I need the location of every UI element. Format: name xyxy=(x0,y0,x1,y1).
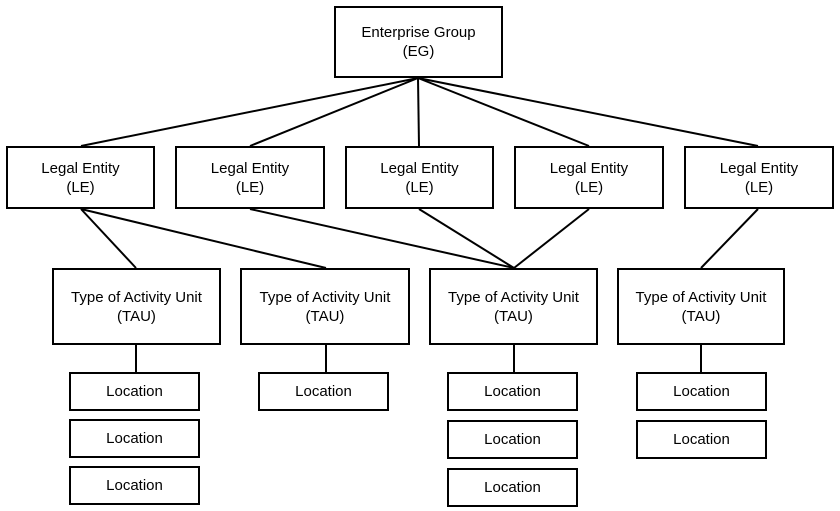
activity-unit-title: Type of Activity Unit xyxy=(71,288,202,306)
edge-le3-tau3 xyxy=(418,208,515,269)
activity-unit-box: Type of Activity Unit (TAU) xyxy=(240,268,410,345)
legal-entity-abbr: (LE) xyxy=(405,178,434,196)
edge-le4-tau3 xyxy=(513,208,590,269)
activity-unit-title: Type of Activity Unit xyxy=(448,288,579,306)
location-box: Location xyxy=(69,419,200,458)
legal-entity-abbr: (LE) xyxy=(574,178,604,196)
activity-unit-title: Type of Activity Unit xyxy=(259,288,391,306)
edge-eg-le2 xyxy=(249,77,419,147)
edge-le1-tau2 xyxy=(80,208,327,269)
location-box: Location xyxy=(636,372,767,411)
legal-entity-title: Legal Entity xyxy=(380,159,459,177)
enterprise-group-abbr: (EG) xyxy=(402,43,435,60)
location-label: Location xyxy=(106,430,163,447)
location-box: Location xyxy=(636,420,767,459)
activity-unit-box: Type of Activity Unit (TAU) xyxy=(52,268,221,345)
location-label: Location xyxy=(484,479,541,496)
legal-entity-box: Legal Entity (LE) xyxy=(175,146,325,209)
legal-entity-box: Legal Entity (LE) xyxy=(684,146,834,209)
edge-eg-le1 xyxy=(80,77,419,147)
legal-entity-box: Legal Entity (LE) xyxy=(514,146,664,209)
edge-eg-le5 xyxy=(417,77,759,147)
location-box: Location xyxy=(69,466,200,505)
edge-eg-le4 xyxy=(417,77,590,147)
location-box: Location xyxy=(447,372,578,411)
edge-eg-le3 xyxy=(417,77,420,147)
activity-unit-box: Type of Activity Unit (TAU) xyxy=(429,268,598,345)
location-label: Location xyxy=(106,477,163,494)
location-label: Location xyxy=(673,383,730,400)
location-label: Location xyxy=(673,431,730,448)
location-box: Location xyxy=(447,420,578,459)
activity-unit-title: Type of Activity Unit xyxy=(635,288,767,306)
location-label: Location xyxy=(106,383,163,400)
legal-entity-abbr: (LE) xyxy=(66,178,95,196)
activity-unit-box: Type of Activity Unit (TAU) xyxy=(617,268,785,345)
edge-le1-tau1 xyxy=(80,208,137,269)
location-label: Location xyxy=(295,383,352,400)
legal-entity-box: Legal Entity (LE) xyxy=(6,146,155,209)
location-box: Location xyxy=(447,468,578,507)
legal-entity-title: Legal Entity xyxy=(41,159,120,177)
location-label: Location xyxy=(484,431,541,448)
enterprise-group-title: Enterprise Group xyxy=(361,24,476,41)
legal-entity-abbr: (LE) xyxy=(235,178,265,196)
activity-unit-abbr: (TAU) xyxy=(681,307,721,325)
enterprise-group-box: Enterprise Group (EG) xyxy=(334,6,503,78)
legal-entity-title: Legal Entity xyxy=(549,159,629,177)
legal-entity-abbr: (LE) xyxy=(744,178,774,196)
activity-unit-abbr: (TAU) xyxy=(305,307,345,325)
legal-entity-title: Legal Entity xyxy=(719,159,799,177)
location-box: Location xyxy=(69,372,200,411)
edge-le5-tau4 xyxy=(700,208,759,269)
location-box: Location xyxy=(258,372,389,411)
activity-unit-abbr: (TAU) xyxy=(494,307,533,325)
legal-entity-title: Legal Entity xyxy=(210,159,290,177)
edge-le2-tau3 xyxy=(249,208,515,269)
legal-entity-box: Legal Entity (LE) xyxy=(345,146,494,209)
location-label: Location xyxy=(484,383,541,400)
activity-unit-abbr: (TAU) xyxy=(117,307,156,325)
